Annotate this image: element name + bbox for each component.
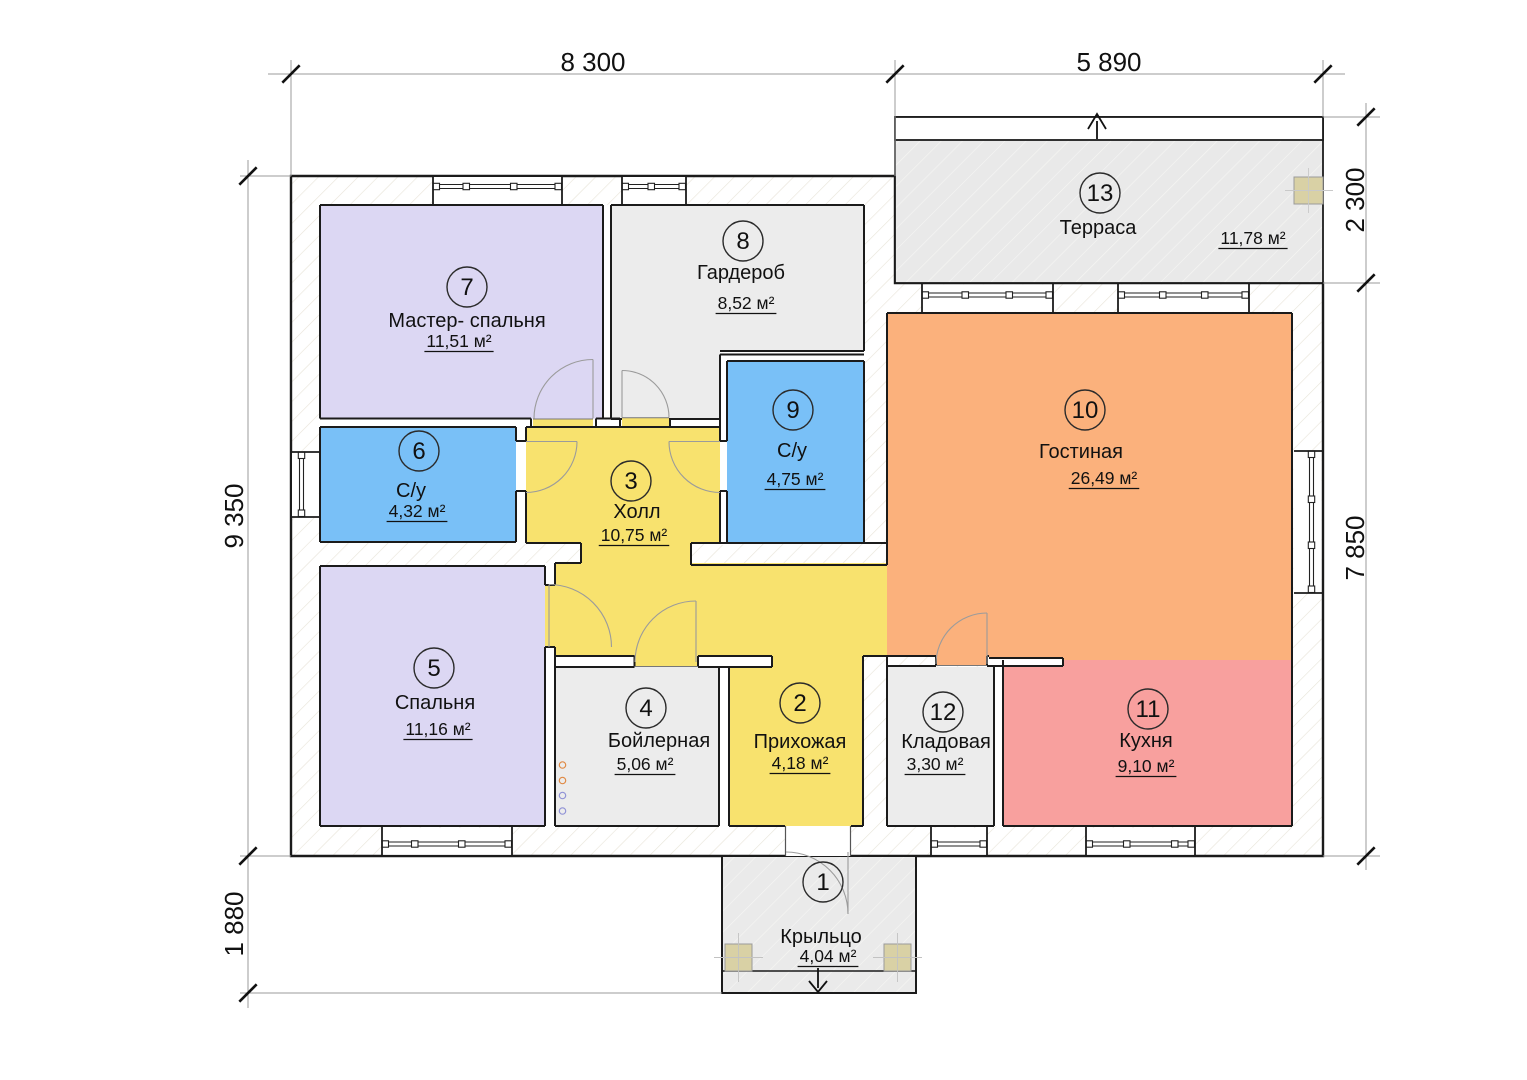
svg-text:5: 5 (427, 655, 440, 682)
svg-text:8: 8 (736, 228, 749, 255)
svg-text:С/у: С/у (396, 480, 426, 502)
svg-text:3,30 м²: 3,30 м² (907, 754, 964, 774)
svg-text:4,04 м²: 4,04 м² (800, 946, 857, 966)
svg-text:Спальня: Спальня (395, 692, 475, 714)
svg-text:3: 3 (624, 468, 637, 495)
svg-text:5,06 м²: 5,06 м² (617, 754, 674, 774)
svg-text:С/у: С/у (777, 440, 807, 462)
svg-text:Холл: Холл (613, 501, 660, 523)
svg-text:13: 13 (1087, 180, 1114, 207)
svg-text:11,78 м²: 11,78 м² (1220, 228, 1285, 248)
svg-text:11,51 м²: 11,51 м² (426, 331, 491, 351)
svg-text:8,52 м²: 8,52 м² (718, 293, 775, 313)
svg-text:Бойлерная: Бойлерная (608, 730, 710, 752)
svg-text:9,10 м²: 9,10 м² (1118, 756, 1175, 776)
svg-text:5 890: 5 890 (1076, 47, 1141, 77)
svg-text:8 300: 8 300 (560, 47, 625, 77)
svg-text:Мастер- спальня: Мастер- спальня (388, 310, 545, 332)
svg-text:2: 2 (793, 690, 806, 717)
svg-text:Прихожая: Прихожая (754, 731, 847, 753)
svg-text:9: 9 (786, 397, 799, 424)
svg-text:7: 7 (460, 274, 473, 301)
svg-text:4: 4 (639, 695, 652, 722)
svg-text:Кладовая: Кладовая (901, 731, 991, 753)
svg-text:Гардероб: Гардероб (697, 262, 785, 284)
svg-text:10,75 м²: 10,75 м² (601, 525, 668, 545)
svg-text:1: 1 (816, 869, 829, 896)
svg-text:12: 12 (930, 699, 957, 726)
svg-text:Крыльцо: Крыльцо (780, 926, 862, 948)
svg-text:Гостиная: Гостиная (1039, 441, 1123, 463)
svg-text:4,18 м²: 4,18 м² (772, 753, 829, 773)
svg-text:11,16 м²: 11,16 м² (405, 719, 470, 739)
svg-text:4,75 м²: 4,75 м² (767, 469, 824, 489)
svg-text:26,49 м²: 26,49 м² (1071, 468, 1138, 488)
svg-text:6: 6 (412, 438, 425, 465)
svg-text:11: 11 (1136, 696, 1161, 723)
svg-text:10: 10 (1072, 397, 1099, 424)
svg-text:2 300: 2 300 (1340, 167, 1370, 232)
svg-text:4,32 м²: 4,32 м² (389, 501, 446, 521)
svg-text:7 850: 7 850 (1340, 515, 1370, 580)
svg-text:Кухня: Кухня (1119, 730, 1173, 752)
svg-text:1 880: 1 880 (219, 891, 249, 956)
svg-text:Терраса: Терраса (1060, 217, 1138, 239)
svg-text:9 350: 9 350 (219, 483, 249, 548)
